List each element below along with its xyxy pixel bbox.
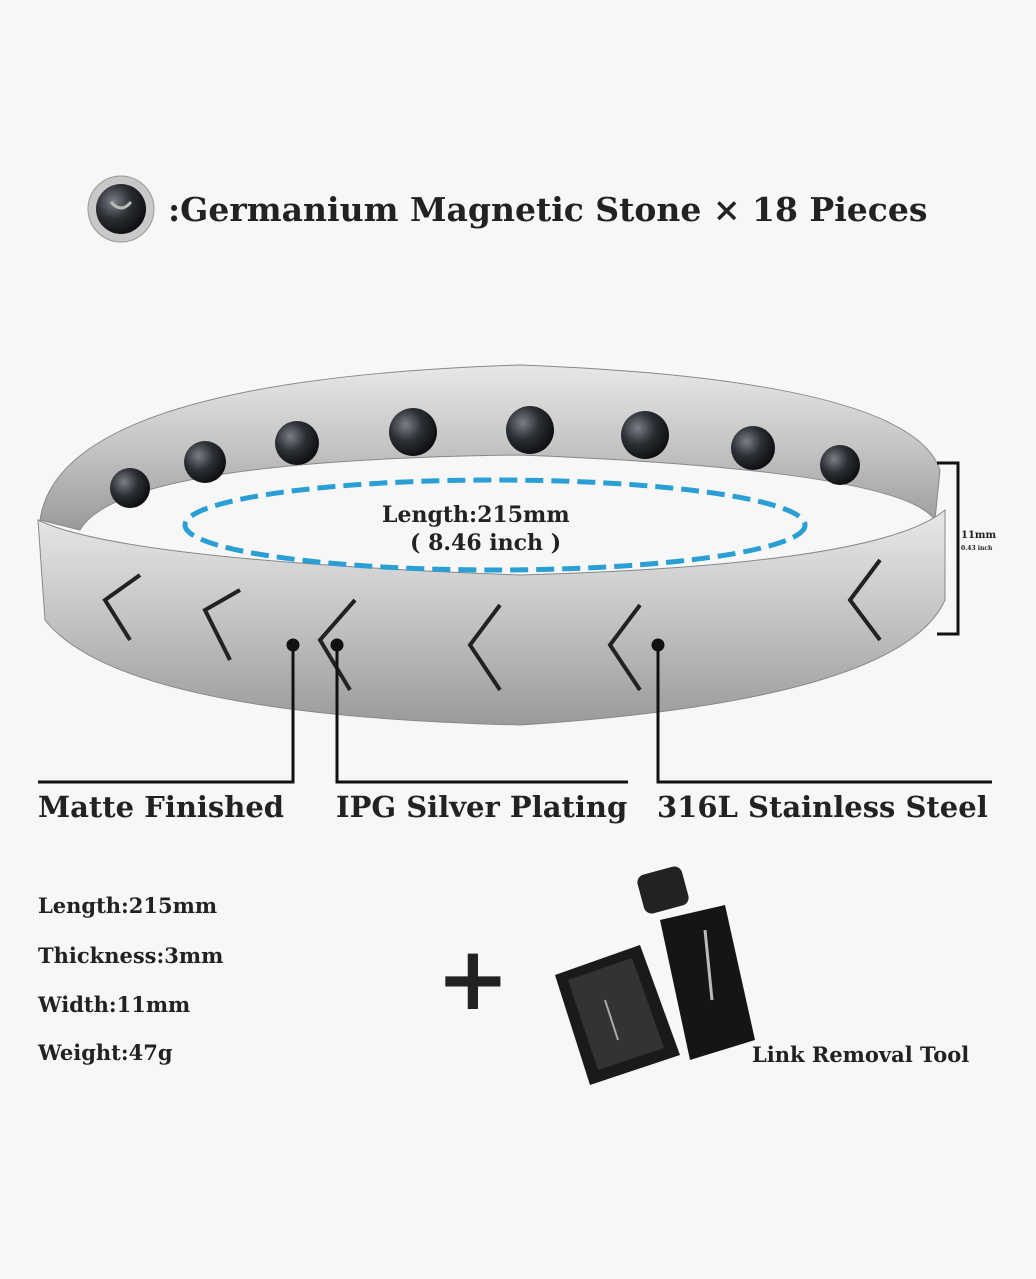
length-indicator (182, 477, 808, 573)
callout-stainless-steel: 316L Stainless Steel (657, 790, 988, 824)
magnetic-stones (110, 406, 860, 508)
plus-icon: + (436, 927, 510, 1030)
inner-length-inch-label: ( 8.46 inch ) (410, 530, 562, 556)
spec-weight: Weight:47g (38, 1040, 173, 1065)
bracelet-back-band (39, 364, 941, 531)
callout-matte-finished: Matte Finished (38, 790, 285, 824)
tool-label: Link Removal Tool (752, 1042, 970, 1067)
link-removal-tool-image (555, 866, 755, 1085)
spec-length: Length:215mm (38, 893, 218, 918)
page-title: :Germanium Magnetic Stone × 18 Pieces (168, 190, 928, 229)
callout-silver-plating: IPG Silver Plating (336, 790, 628, 824)
callout-lines (38, 638, 992, 784)
spec-thickness: Thickness:3mm (38, 943, 224, 968)
spec-width: Width:11mm (38, 992, 191, 1017)
inner-length-label: Length:215mm (382, 502, 570, 528)
width-bracket (937, 461, 960, 636)
magnetic-stone-icon (87, 175, 155, 243)
width-mm-label: 11mm (961, 530, 997, 541)
width-inch-label: 0.43 inch (961, 545, 993, 552)
